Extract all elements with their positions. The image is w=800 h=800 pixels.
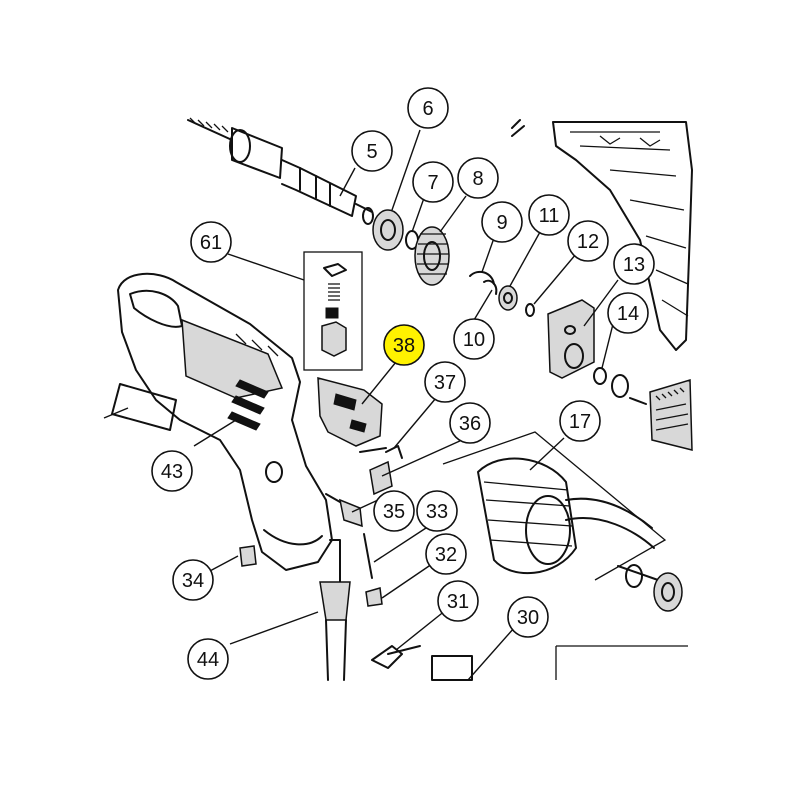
plate-part-36 [369, 460, 393, 496]
callout-label: 44 [197, 649, 219, 671]
callout-circle [172, 559, 214, 601]
callout-31: 31 [437, 580, 479, 622]
drill-housing [103, 272, 333, 571]
callout-30: 30 [507, 596, 549, 638]
callout-circle [416, 490, 458, 532]
callout-circle [383, 324, 425, 366]
callout-circle [567, 220, 609, 262]
callout-34: 34 [172, 559, 214, 601]
callout-label: 14 [617, 303, 639, 325]
callout-label: 30 [517, 607, 539, 629]
gearbox-housing [511, 119, 693, 351]
callout-43: 43 [151, 450, 193, 492]
callout-circle [187, 638, 229, 680]
callout-circle [407, 87, 449, 129]
callout-12: 12 [567, 220, 609, 262]
callout-label: 32 [435, 544, 457, 566]
bearing-part-6 [372, 209, 404, 251]
callout-label: 38 [393, 335, 415, 357]
callout-35: 35 [373, 490, 415, 532]
callout-label: 36 [459, 413, 481, 435]
cable-part-44 [319, 539, 351, 681]
gear-part-8 [414, 226, 450, 286]
callout-13: 13 [613, 243, 655, 285]
callout-44: 44 [187, 638, 229, 680]
callout-11: 11 [528, 194, 570, 236]
callout-7: 7 [412, 161, 454, 203]
callout-label: 12 [577, 231, 599, 253]
callout-label: 9 [496, 212, 507, 234]
callout-label: 17 [569, 411, 591, 433]
callout-label: 37 [434, 372, 456, 394]
callout-14: 14 [607, 292, 649, 334]
callout-circle [481, 201, 523, 243]
callout-label: 35 [383, 501, 405, 523]
clip-part-32 [365, 587, 383, 607]
callout-circle [449, 402, 491, 444]
callout-circle [613, 243, 655, 285]
spindle-assembly [187, 117, 374, 225]
callout-label: 61 [200, 232, 222, 254]
housing-half-part-30 [431, 645, 688, 681]
washer-part-12 [525, 303, 535, 317]
callout-circle [190, 221, 232, 263]
callout-9: 9 [481, 201, 523, 243]
callout-circle [453, 318, 495, 360]
callout-label: 6 [422, 98, 433, 120]
leader-lines [193, 129, 619, 681]
callout-label: 5 [366, 141, 377, 163]
callout-label: 43 [161, 461, 183, 483]
brush-holder-part-61 [303, 251, 363, 371]
callout-38: 38 [383, 324, 425, 366]
callout-61: 61 [190, 221, 232, 263]
callout-8: 8 [457, 157, 499, 199]
callout-17: 17 [559, 400, 601, 442]
bracket-part-13 [547, 299, 595, 379]
switch-part-38 [317, 377, 387, 453]
callout-circle [373, 490, 415, 532]
callout-circle [425, 533, 467, 575]
callout-label: 33 [426, 501, 448, 523]
callout-circle [607, 292, 649, 334]
callout-circle [559, 400, 601, 442]
bearing-part-11 [498, 285, 518, 311]
callout-6: 6 [407, 87, 449, 129]
callout-circle [437, 580, 479, 622]
callout-36: 36 [449, 402, 491, 444]
pin-part-33 [363, 533, 373, 579]
screw-part-31 [371, 645, 421, 669]
callout-label: 34 [182, 570, 204, 592]
callout-label: 31 [447, 591, 469, 613]
callout-33: 33 [416, 490, 458, 532]
callout-32: 32 [425, 533, 467, 575]
callout-circle [424, 361, 466, 403]
capacitor-part-35 [325, 493, 363, 528]
screw-part-37 [385, 445, 403, 459]
callout-circle [412, 161, 454, 203]
callout-label: 10 [463, 329, 485, 351]
callout-circle [351, 130, 393, 172]
armature-assembly [611, 374, 693, 451]
callout-label: 13 [623, 254, 645, 276]
washer-part-14 [593, 367, 607, 385]
callout-circle [457, 157, 499, 199]
callout-5: 5 [351, 130, 393, 172]
clip-part-9 [469, 270, 498, 295]
callout-circle [151, 450, 193, 492]
button-part-34 [239, 545, 257, 567]
callout-circle [528, 194, 570, 236]
callout-37: 37 [424, 361, 466, 403]
callout-circle [507, 596, 549, 638]
stator-part-17 [442, 431, 683, 612]
callout-label: 8 [472, 168, 483, 190]
callout-label: 11 [539, 205, 560, 227]
callout-10: 10 [453, 318, 495, 360]
callout-label: 7 [427, 172, 438, 194]
